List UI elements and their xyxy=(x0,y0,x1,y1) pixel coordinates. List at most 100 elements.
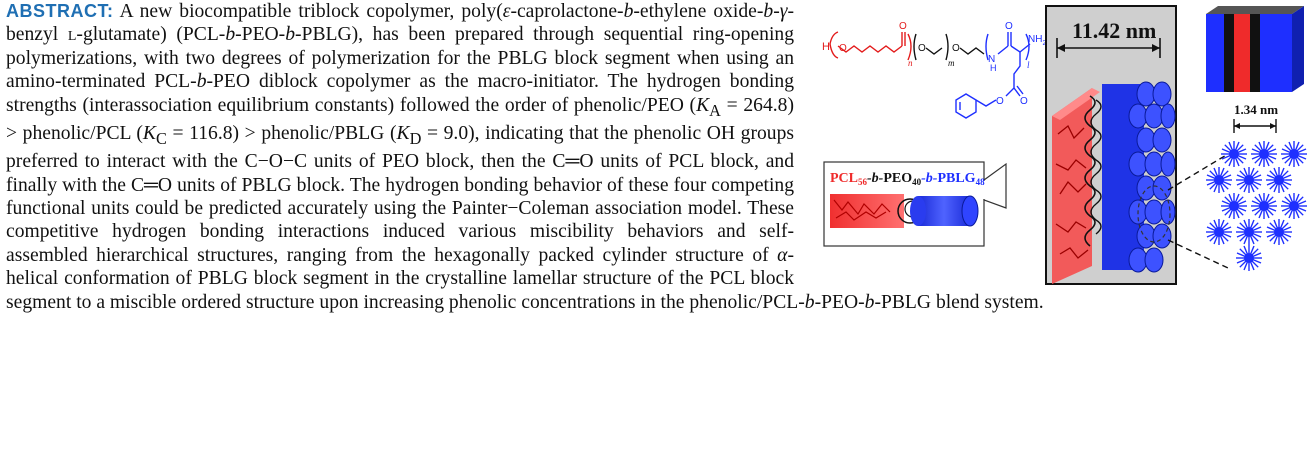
dimension-label: 11.42 nm xyxy=(1072,18,1156,43)
ester-carbonyl xyxy=(1013,87,1021,97)
amide-bond xyxy=(997,45,1009,55)
zoom-line-lower xyxy=(1167,239,1229,269)
cube-side xyxy=(1292,6,1304,92)
small-dimension-label: 1.34 nm xyxy=(1234,102,1278,117)
helix-cross-section xyxy=(1221,141,1247,167)
abstract-text-run: = 264.8) > phenolic/PCL ( xyxy=(6,94,794,144)
pblg-cylinder-start xyxy=(910,196,926,226)
chemical-structure: H O O n O m O N H O NH2 xyxy=(822,21,1046,119)
atom-o-peo-2: O xyxy=(952,43,960,54)
abstract-text-run: = 116.8) > phenolic/PBLG ( xyxy=(166,122,397,144)
helix-cross-section xyxy=(1266,219,1292,245)
abstract-text-run: -helical conformation of PBLG block segm… xyxy=(6,244,805,313)
abstract-text-run: -glutamate) (PCL- xyxy=(76,24,226,46)
copolymer-callout: PCL56-b-PEO40-b-PBLG48 xyxy=(823,161,1007,247)
side-chain xyxy=(1005,52,1021,97)
cube-layer-blue-1 xyxy=(1206,14,1224,92)
pcl-lamella-top xyxy=(1052,88,1100,120)
atom-o-ester-2: O xyxy=(996,96,1004,107)
abstract-text-run: ε xyxy=(502,1,511,22)
dimension-arrow-right xyxy=(1152,44,1160,52)
abstract-text-run: -PEO diblock copolymer as the macro-init… xyxy=(6,71,795,116)
pcl-crystalline-folds xyxy=(833,199,891,221)
zoom-line-upper xyxy=(1167,153,1229,191)
pblg-cylinder-end xyxy=(961,195,979,227)
abstract-text-run: -PBLG blend system. xyxy=(874,291,1044,313)
benzene-ring xyxy=(955,93,977,119)
cube-layer-black-1 xyxy=(1224,14,1234,92)
helix-cross-section xyxy=(1221,193,1247,219)
abstract-text-run: b xyxy=(804,291,815,313)
atom-o-carbonyl: O xyxy=(899,21,907,32)
bracket-pcl-left-lower xyxy=(829,43,839,59)
helix-cross-section xyxy=(1266,167,1292,193)
abstract-text-run: γ xyxy=(779,1,788,22)
abstract-text-run: A xyxy=(709,100,721,120)
abstract-text-run: C xyxy=(156,128,167,148)
abstract-text-run: -benzyl xyxy=(6,1,794,46)
toc-graphic-svg: H O O n O m O N H O NH2 xyxy=(822,5,1307,285)
ester-carbonyl-double xyxy=(1016,85,1024,95)
abstract-text-run: -PBLG), has been prepared through sequen… xyxy=(6,24,794,93)
small-arrow-left xyxy=(1234,123,1240,129)
pblg-cylinder-body xyxy=(918,196,970,226)
small-arrow-right xyxy=(1270,123,1276,129)
helix-cross-section xyxy=(1236,245,1262,271)
abstract-paragraph: ABSTRACT: A new biocompatible triblock c… xyxy=(6,0,1306,314)
pblg-bundle-ends xyxy=(1128,81,1176,273)
subscript-m: m xyxy=(948,58,955,68)
bracket-pblg-right xyxy=(1025,33,1030,61)
copolymer-label: PCL56-b-PEO40-b-PBLG48 xyxy=(830,171,985,187)
helix-cross-section xyxy=(1236,219,1262,245)
abstract-text-run: = 9.0), indicating that the phenolic OH … xyxy=(6,122,795,266)
abstract-text-run: - xyxy=(773,1,780,22)
lamellae-cube xyxy=(1206,6,1304,92)
atom-h-amide: H xyxy=(990,63,997,73)
linker-chain xyxy=(959,47,985,55)
helix-cross-section xyxy=(1206,219,1232,245)
abstract-label: ABSTRACT: xyxy=(6,1,114,21)
abstract-text-run: K xyxy=(696,94,710,116)
helix-cross-section xyxy=(1236,167,1262,193)
abstract-text-run: D xyxy=(409,128,422,148)
helix-cross-section xyxy=(1251,141,1277,167)
cube-top xyxy=(1206,6,1304,14)
abstract-text-run: l xyxy=(67,24,77,46)
bracket-pcl-right xyxy=(907,33,912,61)
abstract-text-run: b xyxy=(763,1,774,22)
abstract-text-run: b xyxy=(196,71,207,93)
lamellar-panel: 11.42 nm xyxy=(1045,5,1177,285)
abstract-text-run: b xyxy=(225,24,236,46)
atom-o-amide: O xyxy=(1005,21,1013,32)
abstract-text-run: K xyxy=(142,122,156,144)
helix-cross-section xyxy=(1251,193,1277,219)
cube-layer-blue-2 xyxy=(1260,14,1292,92)
hexagonal-helix-packing xyxy=(1206,141,1307,271)
abstract-text-run: K xyxy=(396,122,410,144)
peo-interface-2 xyxy=(1090,99,1102,235)
abstract-text-run: α xyxy=(777,244,788,266)
callout-pointer-mask xyxy=(982,181,986,199)
abstract-text-run: b xyxy=(285,24,296,46)
atom-o-pcl: O xyxy=(839,43,847,54)
bracket-pblg-left xyxy=(985,33,989,61)
abstract-text-run: b xyxy=(623,1,634,22)
helix-cross-section xyxy=(1281,193,1307,219)
atom-o-peo: O xyxy=(918,43,926,54)
alpha-carbon-bond xyxy=(1010,45,1021,53)
pcl-folds xyxy=(1055,124,1089,259)
peo-chain xyxy=(925,47,943,55)
atom-nh2: NH2 xyxy=(1028,34,1046,47)
atom-h: H xyxy=(822,41,830,53)
atom-n: N xyxy=(988,54,995,65)
abstract-text-run: -caprolactone- xyxy=(510,1,624,22)
toc-graphic: H O O n O m O N H O NH2 xyxy=(820,4,1308,286)
bracket-peo-right xyxy=(945,33,949,61)
dimension-arrow-left xyxy=(1057,44,1065,52)
bracket-pcl-left xyxy=(829,31,839,45)
callout-pointer xyxy=(983,162,1007,209)
peo-interface xyxy=(1084,95,1096,247)
abstract-text-run: -PEO- xyxy=(814,291,865,313)
cube-layer-black-2 xyxy=(1250,14,1260,92)
cube-layer-red xyxy=(1234,14,1250,92)
